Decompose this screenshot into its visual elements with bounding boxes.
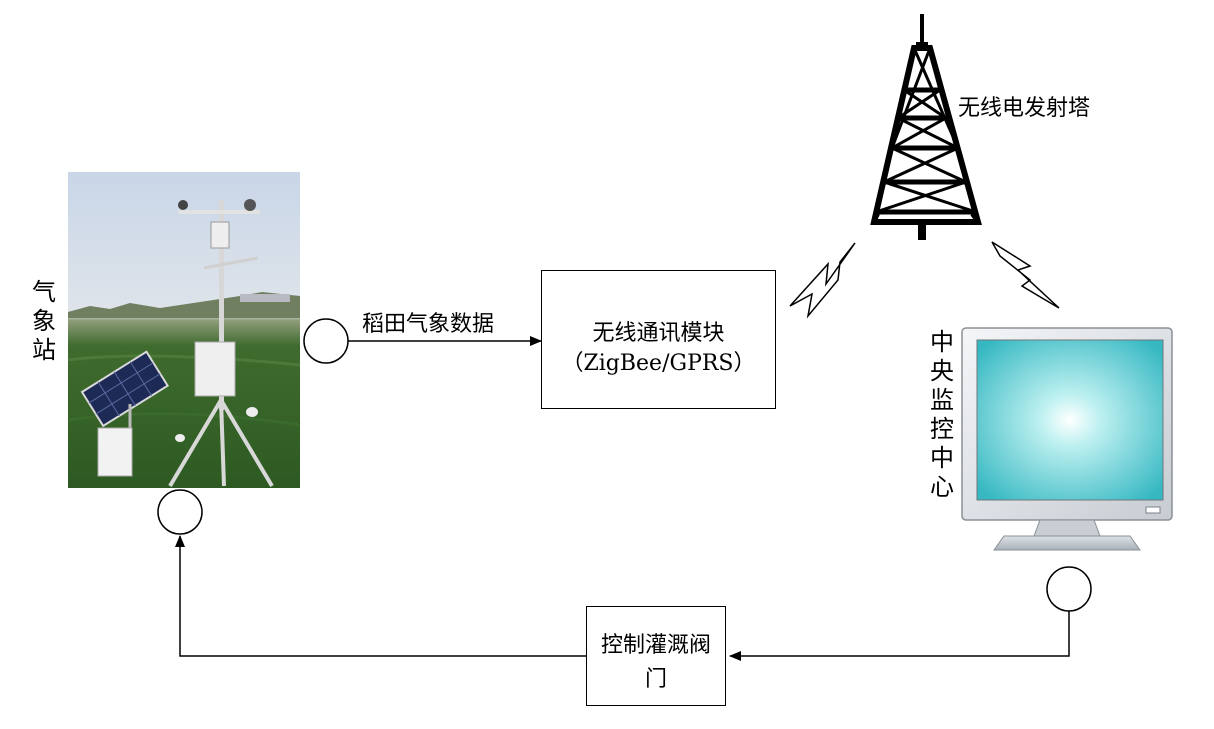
data-flow-label: 稻田气象数据 [362, 312, 495, 337]
weather-station-label-char: 站 [32, 336, 56, 364]
monitor-center-label-char: 央 [930, 357, 954, 385]
tower-label: 无线电发射塔 [958, 96, 1091, 121]
irrigation-valve-box: 控制灌溉阀 门 [586, 606, 726, 706]
computer-monitor-icon [961, 327, 1173, 551]
valve-label-line2: 门 [644, 667, 667, 692]
weather-station-photo [67, 172, 301, 488]
radio-tower-icon [870, 14, 982, 240]
station-output-connector [303, 318, 349, 364]
weather-station-label-char: 象 [32, 307, 56, 335]
monitor-center-label-char: 中 [930, 328, 954, 356]
wireless-module-box: 无线通讯模块 （ZigBee/GPRS） [541, 270, 776, 409]
monitor-to-valve-line [729, 611, 1070, 661]
monitor-center-label-char: 控 [930, 415, 954, 443]
station-input-connector [157, 489, 203, 535]
signal-bolt-left-icon [789, 242, 856, 319]
weather-station-label: 气 象 站 [30, 278, 58, 365]
wireless-module-title: 无线通讯模块 [592, 321, 725, 346]
valve-label-line1: 控制灌溉阀 [600, 633, 711, 658]
monitor-center-label-char: 心 [930, 473, 954, 501]
valve-to-station-line [175, 535, 586, 657]
monitor-center-label: 中 央 监 控 中 心 [928, 328, 956, 502]
signal-bolt-right-icon [991, 241, 1060, 309]
monitor-output-connector [1046, 566, 1092, 612]
monitor-center-label-char: 中 [930, 444, 954, 472]
weather-station-label-char: 气 [32, 278, 56, 306]
monitor-center-label-char: 监 [930, 386, 954, 414]
wireless-module-protocol: （ZigBee/GPRS） [561, 351, 756, 376]
